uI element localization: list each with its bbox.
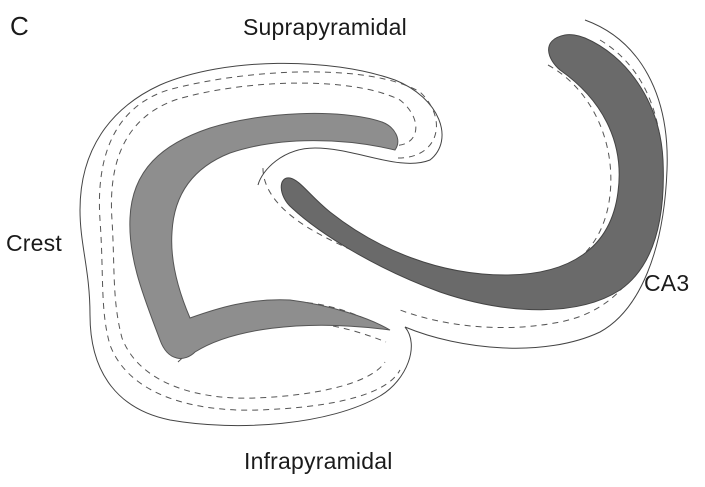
ca3-pyramidal-layer: [281, 35, 663, 310]
ca3-inner-dashed-boundary: [263, 65, 611, 282]
panel-letter: C: [10, 13, 29, 39]
infrapyramidal-label: Infrapyramidal: [244, 450, 393, 473]
suprapyramidal-label: Suprapyramidal: [243, 16, 407, 39]
ca3-label: CA3: [644, 272, 689, 295]
crest-label: Crest: [6, 232, 62, 255]
